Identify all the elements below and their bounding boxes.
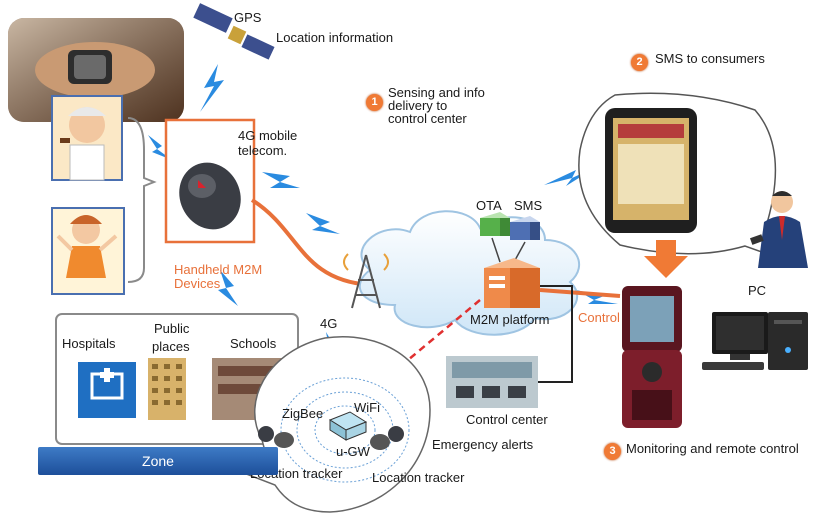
handheld-label-line2: Devices xyxy=(174,276,221,291)
lightning-icon xyxy=(148,135,172,160)
zone-bubble xyxy=(233,336,431,513)
sms-label: SMS xyxy=(514,198,543,213)
control-center-label: Control center xyxy=(466,412,548,427)
hospital-icon xyxy=(78,362,136,418)
location-information-label: Location information xyxy=(276,30,394,45)
handheld-label-line1: Handheld M2M xyxy=(174,262,263,277)
wifi-label: WiFi xyxy=(354,400,380,415)
lightning-icon xyxy=(544,166,598,186)
ota-server-icon xyxy=(480,212,510,236)
elderly-man-illustration xyxy=(51,95,123,181)
sensing-label-line1: Sensing and info xyxy=(388,85,485,100)
emergency-alerts-label: Emergency alerts xyxy=(432,437,534,452)
tracker-icon-left xyxy=(258,426,294,448)
sms-to-consumers-label: SMS to consumers xyxy=(655,51,765,66)
mobile-telecom-label-line1: 4G mobile xyxy=(238,128,298,143)
public-places-label-line1: Public xyxy=(154,321,190,336)
gps-satellite-icon xyxy=(193,3,275,60)
control-link-line xyxy=(539,288,621,298)
tracker-icon-right xyxy=(370,426,404,450)
ota-label: OTA xyxy=(476,198,502,213)
lightning-icon xyxy=(218,270,238,306)
sensing-label-line2: delivery to xyxy=(388,98,448,113)
pc-label: PC xyxy=(748,283,767,298)
m2m-platform-server-icon xyxy=(484,258,540,308)
girl-illustration xyxy=(51,207,125,295)
zone-bar: Zone xyxy=(38,447,278,475)
zigbee-label: ZigBee xyxy=(282,406,324,421)
lightning-icon xyxy=(200,64,224,112)
handheld-device-icon xyxy=(179,162,241,230)
sensing-label-line3: control center xyxy=(388,111,467,126)
location-tracker-right-label: Location tracker xyxy=(372,470,465,485)
device-bracket xyxy=(127,117,157,283)
step-badge-2: 2 xyxy=(631,54,648,71)
down-arrow-icon xyxy=(644,240,688,278)
lightning-icon xyxy=(262,172,300,188)
m2m-platform-label: M2M platform xyxy=(470,312,550,327)
control-center-photo xyxy=(446,356,538,408)
schools-label: Schools xyxy=(230,336,277,351)
antenna-tower-icon xyxy=(343,253,389,309)
building-icon xyxy=(148,358,186,420)
pc-icon xyxy=(702,312,808,370)
sms-server-icon xyxy=(510,216,540,240)
lightning-icon xyxy=(306,213,340,234)
step-badge-3: 3 xyxy=(604,443,621,460)
flip-phone-icon xyxy=(622,286,682,428)
zone-link-line xyxy=(359,299,481,401)
businessman-illustration xyxy=(749,191,808,268)
mobile-telecom-label-line2: telecom. xyxy=(238,143,288,158)
gps-label: GPS xyxy=(234,10,262,25)
fourg-label: 4G xyxy=(320,316,338,331)
public-places-label-line2: places xyxy=(152,339,190,354)
control-center-connector xyxy=(538,285,573,383)
control-label: Control xyxy=(578,310,620,325)
hospitals-label: Hospitals xyxy=(62,336,116,351)
step-badge-1: 1 xyxy=(366,94,383,111)
monitoring-label: Monitoring and remote control xyxy=(626,441,799,456)
sms-bubble xyxy=(578,92,793,264)
ugw-label: u-GW xyxy=(336,444,370,459)
